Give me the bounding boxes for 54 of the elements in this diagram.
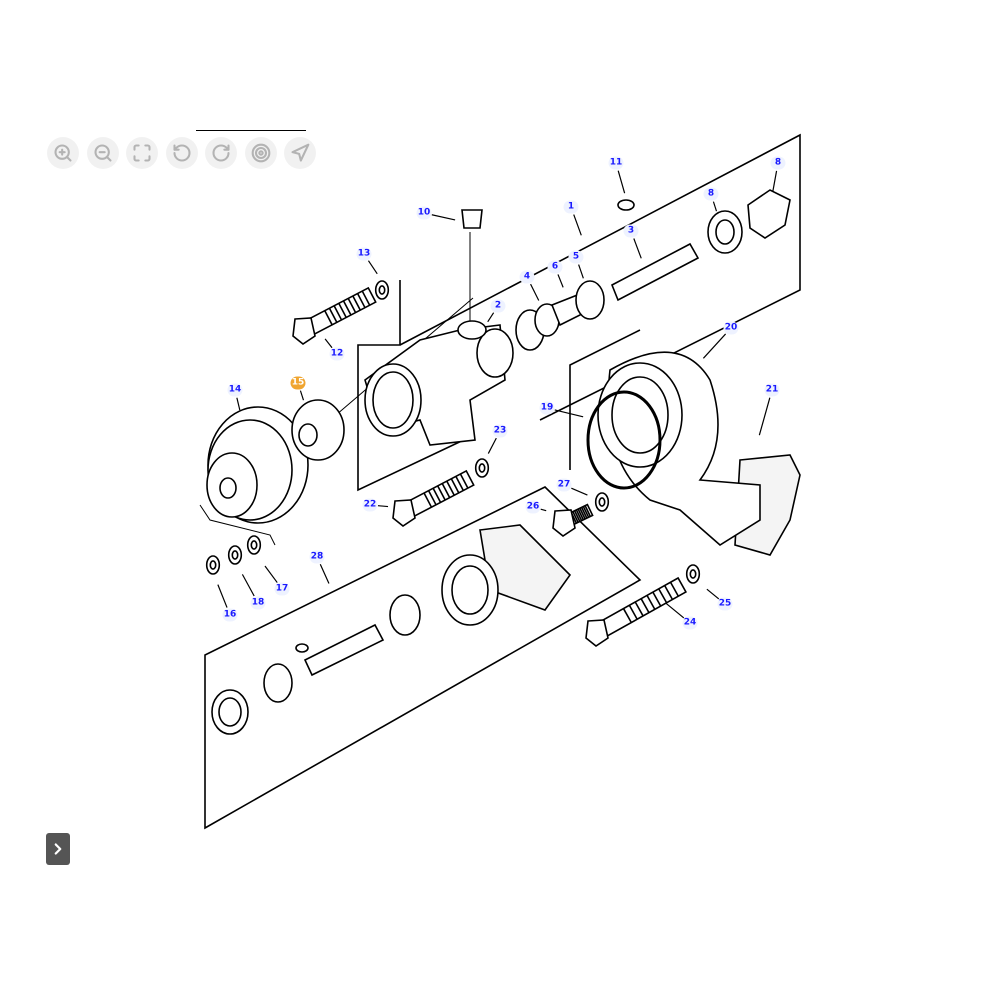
- leader-line: [557, 274, 564, 288]
- callout-number: 20: [724, 322, 738, 334]
- leader-line: [554, 409, 584, 418]
- leader-line: [702, 334, 726, 359]
- callout-number: 28: [310, 550, 324, 564]
- callout-number: 13: [356, 248, 372, 260]
- callout-number: 24: [682, 616, 698, 630]
- leader-line: [530, 284, 540, 301]
- callout-number: 16: [222, 608, 238, 622]
- callout-number: 5: [568, 250, 584, 264]
- leader-line: [236, 398, 240, 410]
- leader-line: [618, 170, 626, 194]
- leader-line: [706, 588, 720, 600]
- callout-number: 6: [548, 260, 562, 274]
- leader-line: [378, 505, 388, 508]
- leader-line: [578, 264, 584, 278]
- leader-line: [487, 312, 494, 322]
- leader-line: [300, 390, 304, 400]
- leader-line: [320, 564, 330, 584]
- leader-line: [573, 214, 582, 236]
- callout-number: 10: [416, 206, 432, 220]
- callout-number: 1: [564, 200, 578, 214]
- leader-line: [324, 338, 333, 348]
- callout-number: 8: [770, 156, 786, 170]
- callout-number: 22: [362, 498, 378, 512]
- leader-line: [432, 214, 456, 220]
- callout-number: 14: [228, 384, 242, 396]
- callout-number: 25: [718, 598, 732, 610]
- callout-number: 19: [540, 402, 554, 414]
- callout-number: 11: [608, 156, 624, 170]
- callout-number: 4: [520, 270, 534, 284]
- callout-number: 15: [290, 376, 306, 390]
- callout-number: 12: [330, 348, 344, 360]
- callout-number: 3: [624, 224, 638, 238]
- callout-number: 18: [250, 596, 266, 610]
- leader-line: [772, 170, 778, 192]
- callout-number: 8: [704, 188, 718, 200]
- callout-number: 21: [764, 384, 780, 396]
- leader-line: [665, 602, 684, 618]
- leader-line: [217, 584, 228, 608]
- leader-line: [712, 201, 718, 212]
- leader-line: [571, 488, 588, 496]
- callout-number: 23: [492, 424, 508, 438]
- leader-line: [540, 508, 546, 512]
- leader-line: [242, 574, 255, 596]
- callout-number: 17: [274, 582, 290, 596]
- callout-number: 27: [556, 478, 572, 492]
- callout-number: 26: [526, 500, 540, 514]
- leader-line: [488, 438, 497, 454]
- callout-number: 2: [490, 300, 506, 312]
- leader-line: [264, 566, 278, 583]
- leader-line: [758, 398, 770, 436]
- leader-line: [633, 238, 642, 259]
- leader-line: [368, 260, 378, 274]
